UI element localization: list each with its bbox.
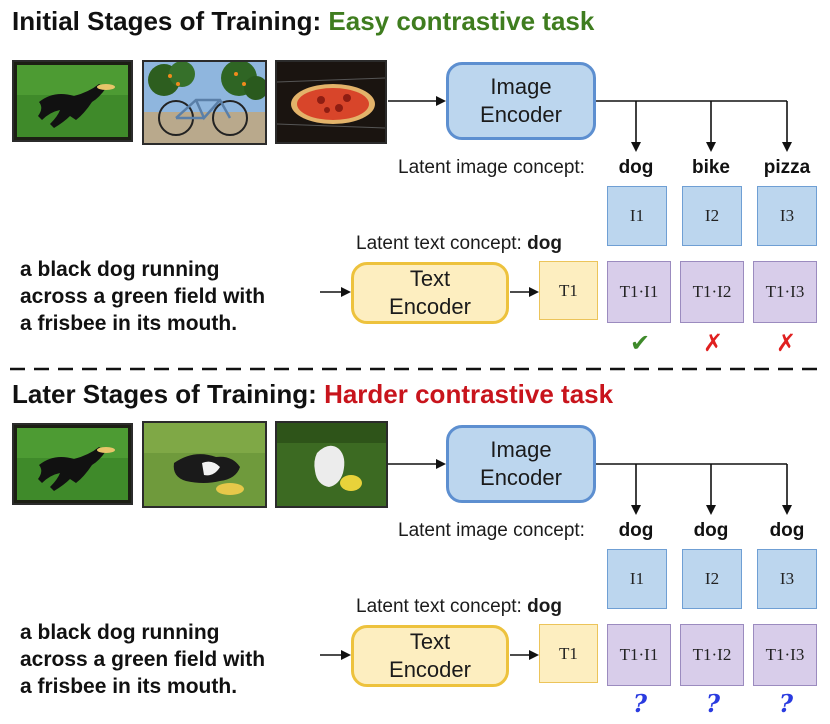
score-top-3-label: T1·I3: [765, 282, 805, 301]
caption-bottom-line2: across a green field with: [20, 648, 266, 671]
bicycle-photo: [142, 60, 267, 145]
caption-bottom-line1: a black dog running: [20, 621, 220, 644]
latent-text-label-bottom-text: Latent text concept:: [356, 596, 522, 617]
score-top-2: T1·I2: [680, 261, 744, 323]
score-bottom-3: T1·I3: [753, 624, 817, 686]
image-embed-bottom-1-label: I1: [629, 569, 645, 588]
text-embed-top: T1: [539, 261, 598, 320]
text-encoder-bottom-line2: Encoder: [389, 657, 471, 682]
score-bottom-2: T1·I2: [680, 624, 744, 686]
score-top-2-label: T1·I2: [692, 282, 732, 301]
latent-text-label-top-text: Latent text concept:: [356, 233, 522, 254]
bottom-title-prefix: Later Stages of Training:: [12, 379, 317, 409]
text-embed-bottom-label: T1: [559, 643, 578, 663]
text-concept-top: dog: [527, 233, 562, 254]
bottom-title-task: Harder contrastive task: [324, 379, 614, 409]
question-icon-1: ?: [632, 689, 648, 718]
image-encoder-top: Image Encoder: [446, 62, 596, 140]
score-top-1: T1·I1: [607, 261, 671, 323]
top-title-prefix: Initial Stages of Training:: [12, 6, 322, 36]
image-embed-top-2-label: I2: [704, 206, 720, 225]
image-embed-top-3-label: I3: [779, 206, 795, 225]
caption-bottom: a black dog running across a green field…: [20, 619, 265, 700]
image-concept-top-3: pizza: [763, 157, 811, 178]
text-embed-top-label: T1: [559, 280, 578, 300]
dog-lying-with-frisbee-photo: [142, 421, 267, 508]
question-icon-2: ?: [705, 689, 721, 718]
image-embed-bottom-2-label: I2: [704, 569, 720, 588]
text-embed-bottom: T1: [539, 624, 598, 683]
question-icon-3: ?: [778, 689, 794, 718]
image-embed-bottom-3-label: I3: [779, 569, 795, 588]
caption-top-line1: a black dog running: [20, 258, 220, 281]
cross-icon-1: ✗: [702, 330, 724, 357]
image-concept-bottom-2: dog: [693, 520, 729, 541]
latent-image-label-bottom: Latent image concept:: [398, 520, 585, 541]
dog-frisbee-photo-bottom: [12, 423, 133, 505]
image-embed-top-2: I2: [682, 186, 742, 246]
text-concept-bottom: dog: [527, 596, 562, 617]
image-embed-bottom-1: I1: [607, 549, 667, 609]
score-top-1-label: T1·I1: [619, 282, 659, 301]
image-concept-bottom-1: dog: [618, 520, 654, 541]
score-bottom-1: T1·I1: [607, 624, 671, 686]
image-embed-top-3: I3: [757, 186, 817, 246]
caption-top-line2: across a green field with: [20, 285, 266, 308]
text-encoder-bottom: Text Encoder: [351, 625, 509, 687]
pizza-in-oven-photo: [275, 60, 387, 144]
latent-text-label-top: Latent text concept: dog: [356, 233, 562, 255]
image-concept-top-2: bike: [691, 157, 731, 178]
image-embed-top-1: I1: [607, 186, 667, 246]
score-bottom-1-label: T1·I1: [619, 645, 659, 664]
image-encoder-bottom-line2: Encoder: [480, 465, 562, 490]
text-encoder-bottom-line1: Text: [409, 629, 451, 654]
image-concept-bottom-3: dog: [769, 520, 805, 541]
latent-text-label-bottom: Latent text concept: dog: [356, 596, 562, 618]
image-encoder-bottom: Image Encoder: [446, 425, 596, 503]
score-top-3: T1·I3: [753, 261, 817, 323]
image-concept-top-1: dog: [618, 157, 654, 178]
latent-image-label-top: Latent image concept:: [398, 157, 585, 178]
score-bottom-2-label: T1·I2: [692, 645, 732, 664]
caption-top: a black dog running across a green field…: [20, 256, 265, 337]
top-title-task: Easy contrastive task: [328, 6, 595, 36]
image-embed-bottom-2: I2: [682, 549, 742, 609]
image-embed-bottom-3: I3: [757, 549, 817, 609]
check-icon: ✔: [629, 330, 651, 357]
text-encoder-top-line1: Text: [409, 266, 451, 291]
image-encoder-bottom-line1: Image: [490, 437, 552, 462]
caption-bottom-line3: a frisbee in its mouth.: [20, 675, 238, 698]
score-bottom-3-label: T1·I3: [765, 645, 805, 664]
cross-icon-2: ✗: [775, 330, 797, 357]
image-encoder-top-line1: Image: [490, 74, 552, 99]
image-embed-top-1-label: I1: [629, 206, 645, 225]
image-encoder-top-line2: Encoder: [480, 102, 562, 127]
top-title: Initial Stages of Training: Easy contras…: [12, 6, 594, 37]
bottom-title: Later Stages of Training: Harder contras…: [12, 379, 613, 410]
dog-frisbee-photo: [12, 60, 133, 142]
white-dog-frisbee-photo: [275, 421, 388, 508]
text-encoder-top-line2: Encoder: [389, 294, 471, 319]
caption-top-line3: a frisbee in its mouth.: [20, 312, 238, 335]
text-encoder-top: Text Encoder: [351, 262, 509, 324]
